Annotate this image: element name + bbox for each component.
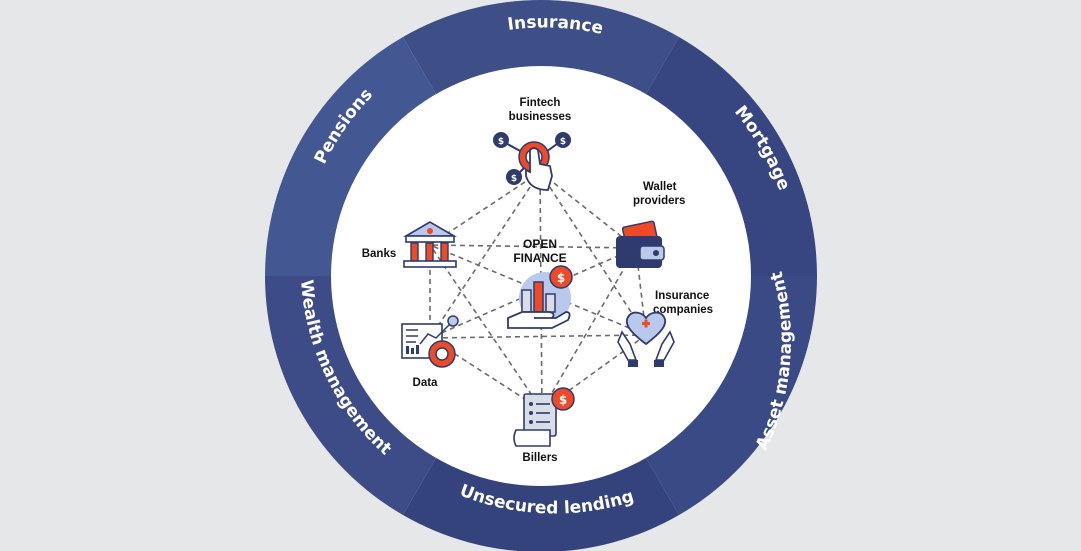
center-label-line2: FINANCE <box>513 251 566 265</box>
node-fintech-businesses: Fintech businesses $ $ $ <box>493 97 572 191</box>
node-insurance-companies: Insurance companies <box>617 290 713 367</box>
insurance-label-line1: Insurance <box>655 290 709 302</box>
ring-segment-asset-management <box>645 276 817 516</box>
svg-text:$: $ <box>559 393 567 407</box>
svg-text:$: $ <box>498 137 504 147</box>
wallet-label-line1: Wallet <box>643 181 677 193</box>
node-banks: Banks <box>362 221 457 268</box>
hand-chart-icon: $ <box>507 265 573 329</box>
node-wallet-providers: Wallet providers <box>616 181 685 268</box>
ring-segment-insurance <box>403 0 679 96</box>
svg-text:$: $ <box>560 137 566 147</box>
ring-segment-mortgage <box>645 36 817 276</box>
fintech-label-line1: Fintech <box>520 97 561 109</box>
bill-dollar-icon: $ <box>513 387 575 447</box>
node-data: Data <box>401 315 459 389</box>
outer-ring <box>265 0 817 551</box>
ring-segment-pensions <box>265 36 437 276</box>
svg-text:$: $ <box>511 174 517 184</box>
banks-label: Banks <box>362 248 397 260</box>
touch-coins-icon: $ $ $ <box>493 132 571 191</box>
ring-segment-unsecured-lending <box>403 456 679 551</box>
node-billers: Billers $ <box>513 387 575 464</box>
wallet-icon <box>616 220 665 268</box>
data-label: Data <box>413 377 439 389</box>
billers-label: Billers <box>522 452 557 464</box>
fintech-label-line2: businesses <box>509 111 572 123</box>
bank-icon <box>403 221 457 268</box>
hands-heart-icon <box>617 311 675 367</box>
insurance-label-line2: companies <box>653 304 713 316</box>
open-finance-center: OPEN FINANCE $ <box>507 237 573 329</box>
wallet-label-line2: providers <box>633 195 685 207</box>
svg-text:$: $ <box>557 271 565 285</box>
ring-segment-wealth-management <box>265 276 437 516</box>
center-label-line1: OPEN <box>523 237 557 251</box>
data-chart-icon <box>401 315 459 368</box>
